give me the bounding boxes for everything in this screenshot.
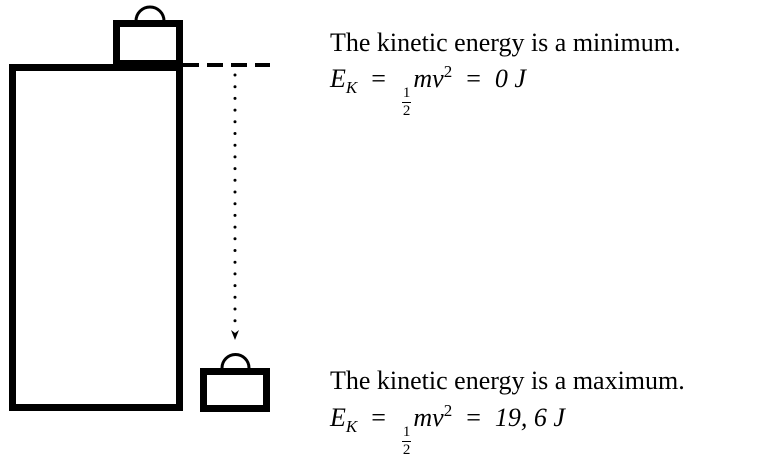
eq-subscript: K bbox=[345, 417, 358, 436]
top-caption: The kinetic energy is a minimum. bbox=[330, 28, 681, 57]
eq-subscript: K bbox=[345, 78, 358, 97]
fall-arrowhead bbox=[231, 330, 239, 340]
frac-num: 1 bbox=[401, 85, 412, 103]
top-block bbox=[113, 20, 183, 67]
bottom-caption: The kinetic energy is a maximum. bbox=[330, 366, 685, 395]
eq-equals: = bbox=[371, 64, 386, 93]
eq-expr: mv bbox=[413, 64, 444, 93]
eq-exponent: 2 bbox=[443, 62, 453, 81]
frac-den: 2 bbox=[402, 103, 411, 119]
bottom-block-handle bbox=[220, 353, 251, 369]
eq-value: 19, 6 J bbox=[494, 403, 565, 432]
frac-num: 1 bbox=[401, 424, 412, 442]
eq-symbol: E bbox=[330, 403, 346, 432]
eq-equals-2: = bbox=[466, 403, 481, 432]
eq-exponent: 2 bbox=[443, 401, 453, 420]
bottom-block bbox=[200, 368, 270, 412]
eq-equals: = bbox=[371, 403, 386, 432]
eq-value: 0 J bbox=[494, 64, 526, 93]
top-block-handle bbox=[134, 5, 166, 22]
diagram bbox=[9, 5, 270, 412]
building bbox=[9, 64, 183, 411]
eq-expr: mv bbox=[413, 403, 444, 432]
eq-symbol: E bbox=[330, 64, 346, 93]
eq-equals-2: = bbox=[466, 64, 481, 93]
